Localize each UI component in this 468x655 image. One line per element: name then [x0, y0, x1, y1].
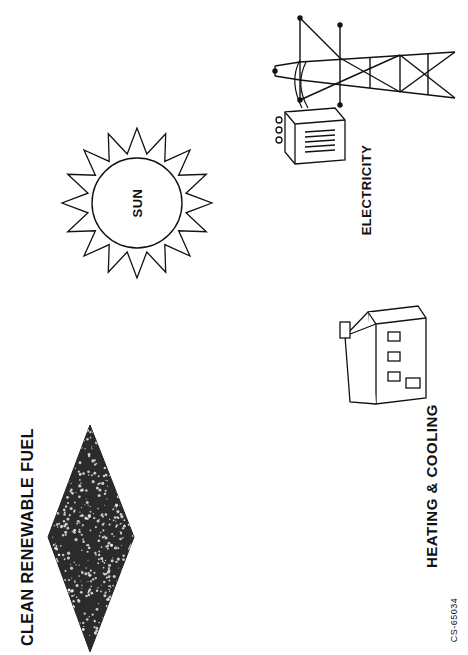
fuel-diamond: CLEAN RENEWABLE FUEL: [8, 420, 140, 655]
power-tower: [273, 16, 455, 107]
house: [340, 306, 426, 404]
figure-number: CS-65034: [449, 598, 459, 643]
caption-label: ELECTRICITY: [359, 145, 374, 236]
power-wires: [295, 60, 308, 108]
diamond-shape: [48, 425, 134, 652]
stipple-texture: [45, 422, 138, 655]
sun-ray-outline: [62, 128, 212, 278]
sun-circle: SUN: [92, 158, 182, 248]
transformer: [276, 108, 345, 164]
fuel-label: CLEAN RENEWABLE FUEL: [19, 428, 37, 646]
caption-label: HEATING & COOLING: [423, 404, 440, 568]
sun-rays: [62, 128, 212, 278]
circle-shape: [92, 158, 182, 248]
sun-label: SUN: [130, 189, 145, 218]
